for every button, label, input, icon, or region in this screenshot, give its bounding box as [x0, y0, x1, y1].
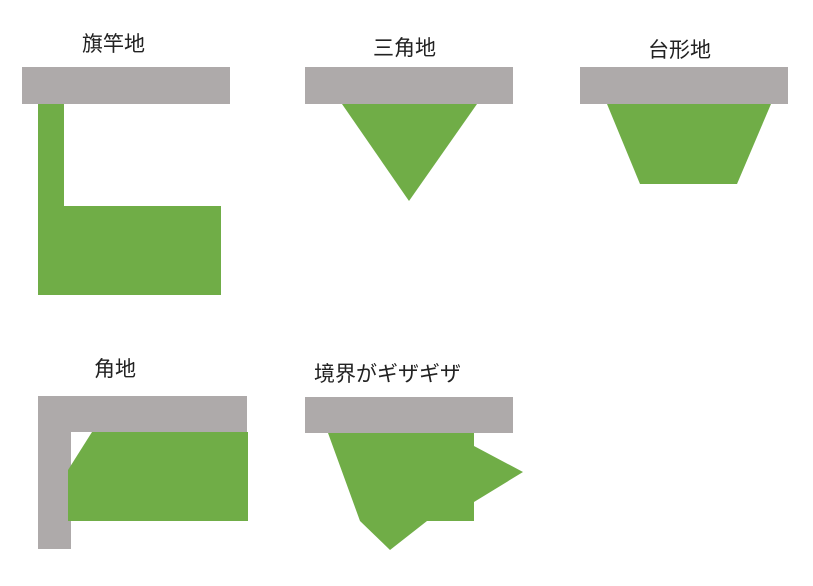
flag-lot-group	[22, 67, 230, 295]
triangle-lot-label: 三角地	[373, 36, 436, 60]
trapezoid-lot-label: 台形地	[648, 38, 711, 62]
flag-lot-label: 旗竿地	[82, 32, 145, 56]
flag-lot-shape	[38, 104, 221, 295]
trapezoid-lot-group	[580, 67, 788, 184]
jagged-boundary-lot-label: 境界がギザギザ	[314, 362, 461, 386]
road-bar	[305, 397, 513, 433]
corner-lot-group	[38, 396, 248, 549]
road-bar	[22, 67, 230, 104]
trapezoid-lot-shape	[607, 104, 771, 184]
corner-lot-shape	[68, 432, 248, 521]
triangle-lot-shape	[342, 104, 477, 201]
corner-road-shape	[38, 396, 247, 549]
corner-lot-label: 角地	[94, 357, 136, 381]
triangle-lot-group	[305, 67, 513, 201]
jagged-boundary-lot-shape	[328, 433, 523, 550]
road-bar	[580, 67, 788, 104]
road-bar	[305, 67, 513, 104]
jagged-boundary-lot-group	[305, 397, 523, 550]
